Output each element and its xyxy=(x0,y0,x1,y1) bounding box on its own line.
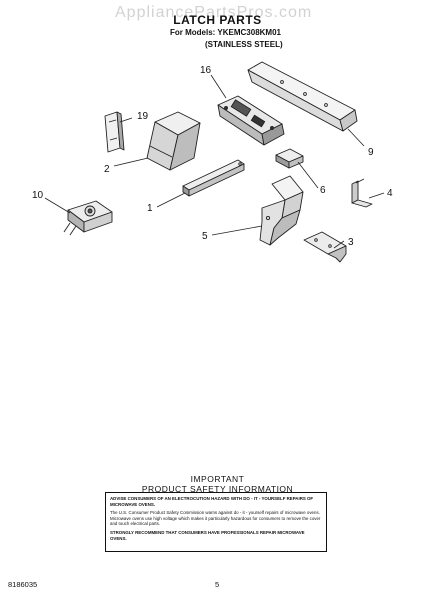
part-2-actuator xyxy=(146,111,201,171)
callout-3: 3 xyxy=(348,237,354,248)
safety-heading-line2: PRODUCT SAFETY INFORMATION xyxy=(141,484,294,494)
part-5-bracket xyxy=(259,175,304,246)
page-number: 5 xyxy=(215,580,220,589)
part-6-block xyxy=(275,148,304,169)
safety-cpsc-notice: The U.S. Consumer Product Safety Commiss… xyxy=(110,510,321,527)
watermark: AppliancePartsPros.com xyxy=(115,4,313,21)
model-variant: (STAINLESS STEEL) xyxy=(205,40,283,49)
callout-1: 1 xyxy=(147,203,153,214)
leader-lines xyxy=(44,74,385,249)
safety-warning: ADVISE CONSUMERS OF AN ELECTROCUTION HAZ… xyxy=(110,496,314,507)
part-16-latch-assembly xyxy=(217,95,285,146)
safety-info-box: ADVISE CONSUMERS OF AN ELECTROCUTION HAZ… xyxy=(105,492,327,552)
safety-heading: IMPORTANT PRODUCT SAFETY INFORMATION xyxy=(0,474,435,494)
part-9-bracket xyxy=(247,61,358,132)
part-10-module xyxy=(63,200,113,236)
part-4-clip xyxy=(351,178,373,208)
document-code: 8186035 xyxy=(8,580,38,589)
callout-19: 19 xyxy=(137,111,149,122)
callout-6: 6 xyxy=(320,185,326,196)
model-number: For Models: YKEMC308KM01 xyxy=(170,28,281,37)
part-1-lever xyxy=(182,159,245,197)
part-3-plate xyxy=(303,231,347,263)
safety-recommendation: STRONGLY RECOMMEND THAT CONSUMERS HAVE P… xyxy=(110,529,305,541)
callout-2: 2 xyxy=(104,164,110,175)
callout-5: 5 xyxy=(202,231,208,242)
part-19-switch xyxy=(104,111,125,153)
callout-10: 10 xyxy=(32,190,44,201)
page-title: LATCH PARTS xyxy=(173,13,262,27)
callout-4: 4 xyxy=(387,188,393,199)
exploded-parts-diagram: 16 19 2 9 6 10 1 4 5 3 xyxy=(32,61,393,263)
callout-9: 9 xyxy=(368,147,374,158)
callout-16: 16 xyxy=(200,65,212,76)
safety-heading-line1: IMPORTANT xyxy=(190,474,245,484)
